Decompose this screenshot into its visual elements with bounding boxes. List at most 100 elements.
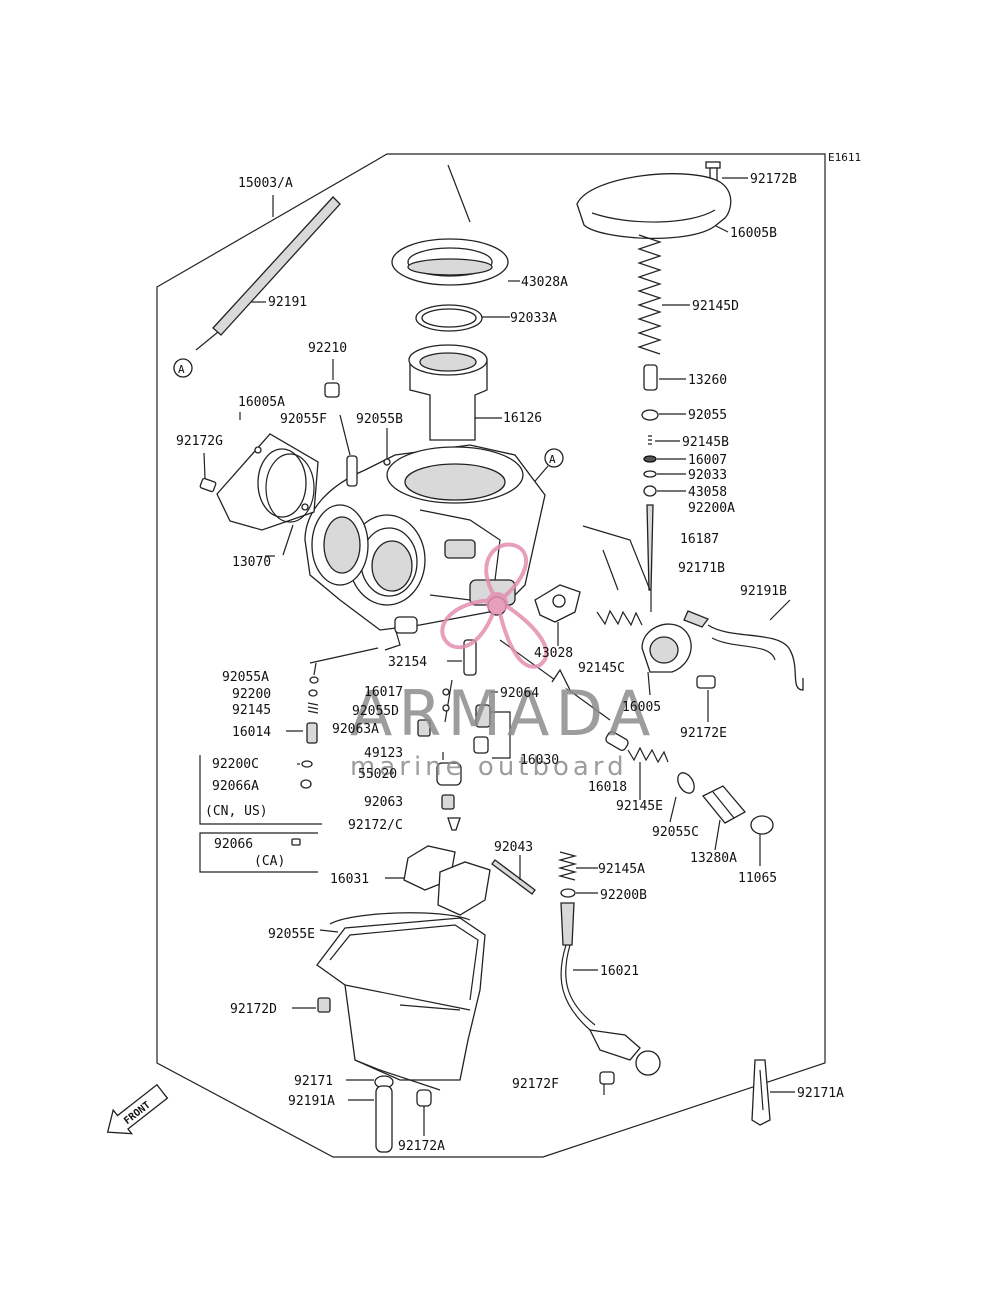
label-11065: 11065 — [738, 871, 777, 886]
label-92171a: 92171A — [797, 1086, 844, 1101]
label-92055e: 92055E — [268, 927, 315, 942]
label-92033: 92033 — [688, 468, 727, 483]
label-92055f: 92055F — [280, 412, 327, 427]
callout-a-right-letter: A — [549, 453, 556, 466]
label-16005b: 16005B — [730, 226, 777, 241]
spring-92145c — [596, 609, 643, 627]
label-16018: 16018 — [588, 780, 627, 795]
watermark-brand: ARMADA — [350, 677, 656, 750]
diagram-code: E1611 — [828, 151, 861, 164]
hose-92191a — [348, 1085, 393, 1153]
label-16021: 16021 — [600, 964, 639, 979]
label-92210: 92210 — [308, 341, 347, 356]
label-92172a: 92172A — [398, 1139, 445, 1154]
label-92172d: 92172D — [230, 1002, 277, 1017]
spring-92145d — [637, 234, 690, 355]
label-92145: 92145 — [232, 703, 271, 718]
label-92055: 92055 — [688, 408, 727, 423]
label-ca: (CA) — [254, 854, 285, 869]
valve-13280a — [701, 785, 747, 851]
label-49123: 49123 — [364, 746, 403, 761]
needle-16018 — [499, 639, 629, 751]
label-16017: 16017 — [364, 685, 403, 700]
screw-92172c — [447, 817, 461, 831]
label-cn-us: (CN, US) — [205, 804, 268, 819]
label-92055b: 92055B — [356, 412, 403, 427]
gasket-16005a — [216, 433, 319, 531]
holder-13260 — [643, 364, 686, 391]
label-16007: 16007 — [688, 453, 727, 468]
float-16031 — [385, 845, 491, 916]
label-92033a: 92033A — [510, 311, 557, 326]
ring-92200b — [560, 888, 598, 898]
screw-92172d — [292, 997, 331, 1013]
label-92145e: 92145E — [616, 799, 663, 814]
label-92200a: 92200A — [688, 501, 735, 516]
label-16005: 16005 — [622, 700, 661, 715]
label-92055a: 92055A — [222, 670, 269, 685]
label-92200b: 92200B — [600, 888, 647, 903]
label-16005a: 16005A — [238, 395, 285, 410]
screw-92172e — [696, 675, 716, 722]
float-49123 — [436, 752, 462, 786]
label-92055d: 92055D — [352, 704, 399, 719]
label-92200: 92200 — [232, 687, 271, 702]
cover-16005b — [576, 173, 732, 239]
label-92043: 92043 — [494, 840, 533, 855]
label-32154: 32154 — [388, 655, 427, 670]
label-16126: 16126 — [503, 411, 542, 426]
label-92145c: 92145C — [578, 661, 625, 676]
option-box-ca — [199, 832, 318, 873]
armada-propeller-logo — [440, 542, 549, 669]
gasket-43028 — [534, 584, 581, 646]
label-92063: 92063 — [364, 795, 403, 810]
label-92064: 92064 — [500, 686, 539, 701]
label-43058: 43058 — [688, 485, 727, 500]
small-parts-column — [641, 409, 686, 612]
front-direction-arrow: FRONT — [106, 1083, 169, 1135]
label-13260: 13260 — [688, 373, 727, 388]
gasket-92055e — [329, 912, 471, 925]
oring-92055c — [669, 772, 695, 823]
label-92145a: 92145A — [598, 862, 645, 877]
label-92171: 92171 — [294, 1074, 333, 1089]
pin-92043 — [491, 855, 536, 895]
spring-92145a — [557, 851, 598, 881]
screw-92063a — [417, 719, 431, 737]
label-92191a: 92191A — [288, 1094, 335, 1109]
screw-92063 — [441, 794, 455, 810]
ring-92033a — [415, 304, 510, 332]
piston-16126 — [408, 344, 502, 441]
label-16187: 16187 — [680, 532, 719, 547]
screw-92172f — [599, 1071, 615, 1095]
label-92063a: 92063A — [332, 722, 379, 737]
label-92172f: 92172F — [512, 1077, 559, 1092]
washer-92210 — [324, 359, 340, 398]
tube-32154 — [447, 639, 477, 676]
label-92066: 92066 — [214, 837, 253, 852]
label-92191b: 92191B — [740, 584, 787, 599]
label-92200c: 92200C — [212, 757, 259, 772]
armada-watermark: ARMADA marine outboard — [350, 542, 656, 782]
needle-92055f — [339, 414, 351, 456]
clip-92171a — [751, 1059, 795, 1126]
rod-15003a — [195, 195, 341, 351]
label-15003a: 15003/A — [238, 176, 293, 191]
float-bowl — [316, 917, 486, 1091]
label-92172b: 92172B — [750, 172, 797, 187]
callout-a-left: A — [173, 358, 193, 378]
label-92172e: 92172E — [680, 726, 727, 741]
cable-16021 — [560, 902, 661, 1076]
label-13070: 13070 — [232, 555, 271, 570]
label-92066a: 92066A — [212, 779, 259, 794]
label-16030: 16030 — [520, 753, 559, 768]
spring-92145e — [627, 746, 669, 800]
diaphragm-43028a — [391, 238, 520, 286]
needle-16017 — [442, 679, 453, 723]
label-92055c: 92055C — [652, 825, 699, 840]
jet-92064 — [473, 691, 511, 759]
label-92145b: 92145B — [682, 435, 729, 450]
label-92172c: 92172/C — [348, 818, 403, 833]
label-43028: 43028 — [534, 646, 573, 661]
